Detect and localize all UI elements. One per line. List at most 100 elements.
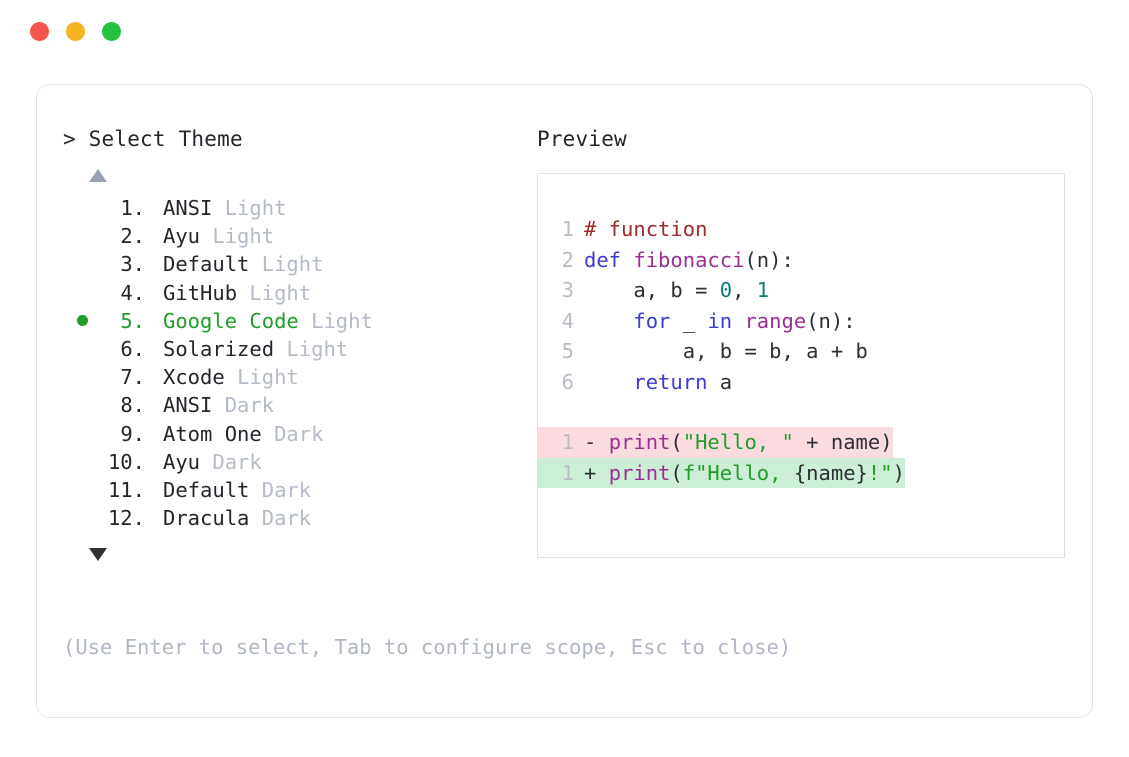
theme-list-item[interactable]: 4. GitHub Light	[63, 279, 533, 307]
triangle-up-icon[interactable]	[89, 169, 107, 182]
theme-index-spacer	[145, 363, 163, 391]
theme-index: 8.	[120, 393, 145, 418]
code-token: _	[670, 308, 708, 333]
close-window-button[interactable]	[30, 21, 49, 41]
code-token: def	[584, 247, 634, 272]
theme-index: 3.	[120, 252, 145, 277]
code-token: for	[633, 308, 671, 333]
theme-name-spacer	[212, 194, 224, 222]
theme-name-spacer	[249, 504, 261, 532]
theme-index-spacer	[145, 307, 163, 335]
theme-mode: Light	[261, 252, 324, 277]
theme-index: 10.	[107, 449, 145, 474]
code-line-text: a, b = 0, 1	[584, 275, 769, 306]
theme-list-item[interactable]: 9. Atom One Dark	[63, 420, 533, 448]
code-line-text: # function	[584, 214, 707, 245]
theme-name: Solarized	[163, 336, 275, 361]
code-token: 1	[756, 278, 770, 302]
theme-name: Xcode	[163, 365, 225, 390]
theme-name-spacer	[225, 363, 237, 391]
theme-list-item[interactable]: 2. Ayu Light	[63, 222, 533, 250]
theme-list-item[interactable]: 5. Google Code Light	[63, 307, 533, 335]
theme-index: 11.	[107, 477, 145, 502]
theme-index-spacer	[145, 420, 163, 448]
theme-name-spacer	[200, 222, 212, 250]
window-titlebar	[0, 0, 1129, 62]
line-number: 1	[561, 460, 574, 485]
code-token: (n):	[744, 247, 794, 272]
theme-name-spacer	[237, 279, 249, 307]
code-token: {name}	[793, 460, 868, 485]
theme-list-item[interactable]: 3. Default Light	[63, 250, 533, 278]
theme-list-item[interactable]: 7. Xcode Light	[63, 363, 533, 391]
code-token: fibonacci	[633, 247, 745, 272]
code-line: 4 for _ in range(n):	[538, 306, 1064, 337]
code-token: a	[707, 369, 733, 394]
theme-list-item[interactable]: 6. Solarized Light	[63, 335, 533, 363]
theme-index-spacer	[145, 335, 163, 363]
theme-mode: Light	[311, 308, 373, 333]
line-number: 3	[561, 278, 574, 302]
selection-bullet-cell	[63, 315, 101, 327]
code-line: 2 def fibonacci(n):	[538, 245, 1064, 276]
diff-sign: +	[584, 460, 609, 485]
code-token: print	[608, 430, 671, 454]
code-line-text: for _ in range(n):	[584, 306, 856, 337]
theme-index: 6.	[120, 336, 145, 361]
line-number: 2	[561, 247, 574, 272]
theme-index: 5.	[120, 308, 145, 333]
code-token: "Hello, "	[682, 430, 794, 454]
code-token: f"Hello,	[682, 460, 794, 485]
theme-name-spacer	[274, 335, 286, 363]
theme-name: Dracula	[163, 506, 250, 531]
select-theme-prompt: > Select Theme	[63, 127, 243, 151]
code-token: (n):	[806, 308, 856, 333]
theme-list-item[interactable]: 8. ANSI Dark	[63, 391, 533, 419]
code-token: )	[892, 460, 905, 485]
code-token: print	[608, 460, 671, 485]
theme-list-item[interactable]: 10. Ayu Dark	[63, 448, 533, 476]
line-number: 1	[561, 430, 574, 454]
theme-mode: Light	[286, 336, 349, 361]
theme-name: ANSI	[163, 393, 213, 418]
code-line: 3 a, b = 0, 1	[538, 275, 1064, 306]
theme-index: 12.	[107, 506, 145, 531]
theme-index-spacer	[145, 448, 163, 476]
diff-line-del: 1 - print("Hello, " + name)	[538, 427, 893, 458]
theme-list-item[interactable]: 11. Default Dark	[63, 476, 533, 504]
maximize-window-button[interactable]	[102, 21, 121, 41]
code-token: ,	[732, 278, 757, 302]
theme-name: Ayu	[163, 224, 201, 249]
theme-name: Ayu	[163, 449, 201, 474]
theme-list-item[interactable]: 12. Dracula Dark	[63, 504, 533, 532]
theme-name: GitHub	[163, 280, 238, 305]
diff-line-text: - print("Hello, " + name)	[584, 427, 893, 458]
theme-mode: Dark	[261, 506, 312, 531]
theme-index: 7.	[120, 365, 145, 390]
theme-mode: Light	[249, 280, 312, 305]
theme-mode: Light	[237, 365, 299, 390]
theme-index-spacer	[145, 194, 163, 222]
theme-index-spacer	[145, 250, 163, 278]
keyboard-hint: (Use Enter to select, Tab to configure s…	[63, 635, 792, 659]
minimize-window-button[interactable]	[66, 21, 85, 41]
triangle-down-icon[interactable]	[89, 548, 107, 562]
theme-name-spacer	[212, 391, 224, 419]
line-number: 5	[561, 339, 574, 363]
theme-index-spacer	[145, 391, 163, 419]
selected-bullet-icon	[76, 315, 88, 327]
theme-mode: Light	[224, 196, 287, 220]
code-diff-spacer	[538, 397, 1064, 427]
code-line: 6 return a	[538, 367, 1064, 398]
theme-list-item[interactable]: 1. ANSI Light	[63, 194, 533, 222]
code-line: 5 a, b = b, a + b	[538, 336, 1064, 367]
code-token: a, b =	[584, 278, 720, 302]
code-token: 0	[719, 278, 733, 302]
code-token: return	[633, 369, 708, 394]
theme-index-spacer	[145, 504, 163, 532]
